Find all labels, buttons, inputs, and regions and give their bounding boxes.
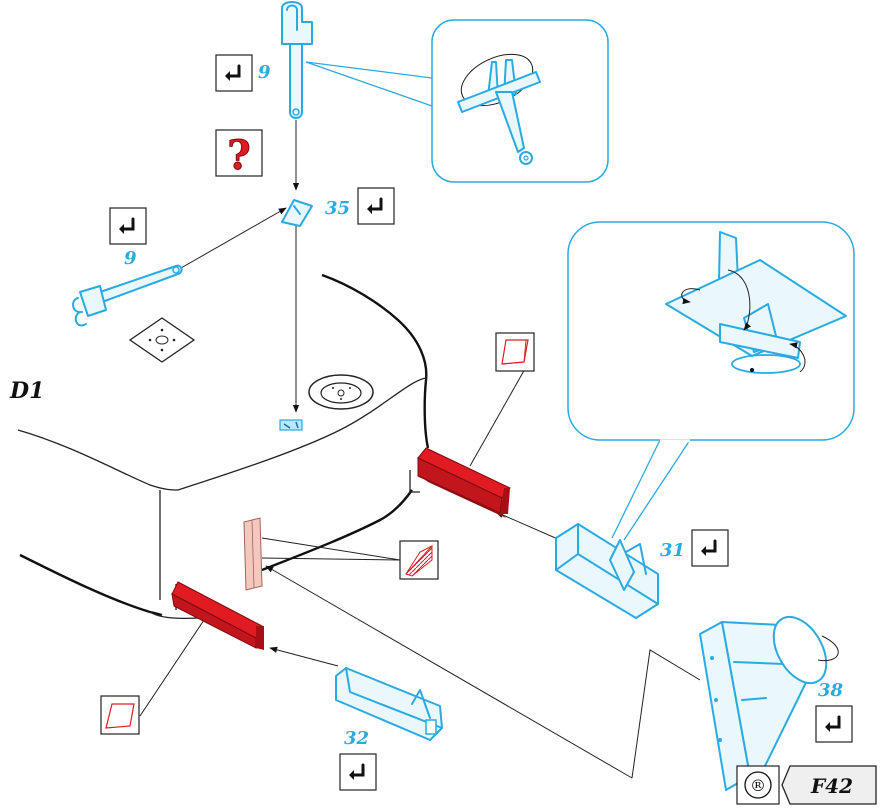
- part-38-support: [699, 615, 839, 791]
- fold-arrow-icon-38: [815, 705, 853, 743]
- fold-arrow-icon-left: [109, 207, 147, 245]
- fold-arrow-icon-31: [691, 529, 729, 567]
- fold-arrow-icon-32: [339, 753, 377, 791]
- part-label-9-left: 9: [124, 248, 137, 269]
- part-9-top: [281, 1, 313, 119]
- assembly-leaders: [139, 120, 701, 779]
- fold-arrow-icon-top: [215, 54, 253, 92]
- part-label-35: 35: [325, 198, 350, 219]
- page-code-tab: F42: [781, 765, 877, 805]
- red-rail-left: [171, 581, 264, 650]
- callout-detail-top: [305, 19, 609, 183]
- part-label-9-top: 9: [258, 62, 271, 83]
- slot-marking: [279, 419, 303, 431]
- round-hole: [308, 374, 374, 410]
- question-mark-icon: ?: [215, 129, 263, 180]
- svg-text:?: ?: [227, 132, 250, 179]
- main-body: [17, 273, 430, 620]
- diamond-plate: [128, 317, 196, 363]
- red-parallelogram-icon-right: [495, 332, 535, 372]
- part-label-38: 38: [818, 680, 844, 701]
- part-label-32: 32: [344, 728, 369, 749]
- fold-arrow-icon-latch: [357, 187, 395, 225]
- part-31-tray: [555, 523, 659, 619]
- part-35-latch: [281, 199, 313, 227]
- part-9-left: [72, 264, 183, 327]
- registered-circle-icon: ®: [736, 765, 780, 805]
- red-rail-right: [417, 447, 511, 518]
- step-id: D1: [9, 378, 44, 404]
- flesh-upright: [243, 517, 263, 591]
- part-32-tray: [335, 667, 443, 741]
- part-label-31: 31: [660, 540, 685, 561]
- callout-detail-right: [567, 221, 855, 541]
- red-hatched-glue-icon: [399, 540, 439, 580]
- svg-text:F42: F42: [810, 774, 853, 798]
- red-parallelogram-icon-left: [100, 695, 140, 735]
- svg-text:®: ®: [750, 776, 766, 795]
